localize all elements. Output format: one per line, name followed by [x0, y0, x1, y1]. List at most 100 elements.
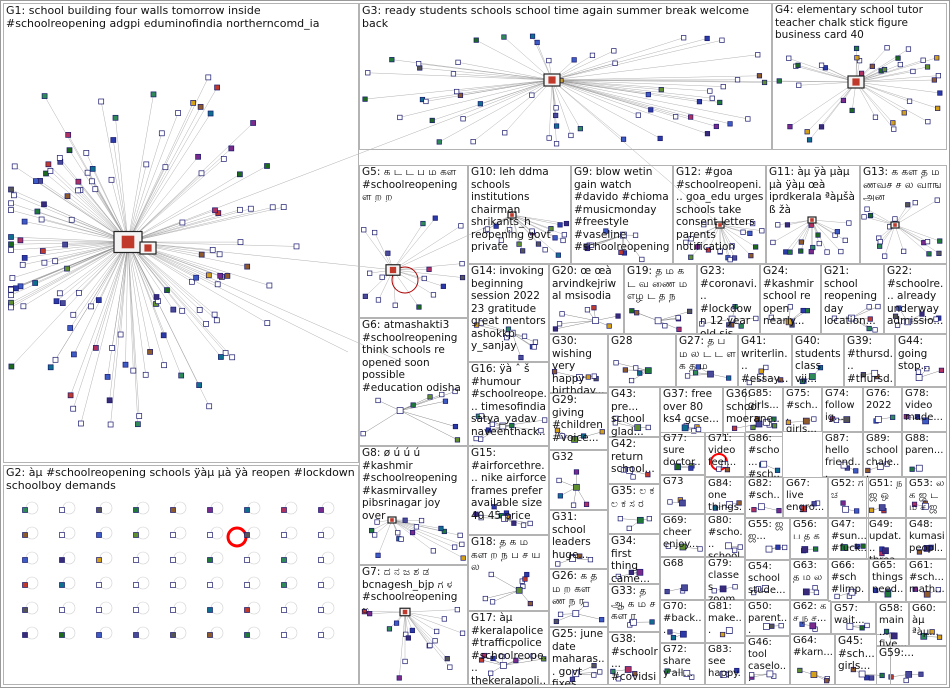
graph-edge — [855, 59, 924, 83]
graph-edge — [551, 37, 684, 81]
graph-node — [936, 250, 942, 256]
group-cell-border — [902, 387, 947, 432]
nodes-layer — [8, 33, 945, 684]
graph-edge — [481, 517, 505, 519]
group-cell-border — [745, 636, 790, 685]
graph-node — [635, 112, 641, 118]
graph-node — [787, 304, 793, 310]
graph-node — [797, 667, 803, 674]
graph-node — [213, 317, 220, 324]
graph-node — [193, 274, 199, 281]
graph-node — [196, 382, 202, 388]
graph-node — [59, 300, 66, 306]
graph-node — [840, 461, 848, 469]
graph-node — [438, 525, 444, 532]
graph-edge — [127, 241, 174, 310]
graph-node — [704, 131, 711, 137]
graph-node — [104, 374, 111, 380]
graph-node — [224, 273, 231, 279]
graph-node — [450, 71, 457, 77]
graph-node — [806, 137, 813, 143]
graph-node — [84, 169, 91, 176]
group-cell-border — [790, 634, 835, 685]
graph-node — [760, 460, 768, 468]
graph-edge — [127, 241, 151, 352]
graph-node — [45, 161, 52, 168]
graph-edge — [551, 79, 639, 116]
graph-node — [755, 420, 763, 428]
group-cell-border — [660, 432, 705, 475]
graph-node — [923, 545, 931, 552]
graph-node — [787, 124, 793, 130]
graph-node — [398, 536, 404, 542]
graph-edge — [476, 40, 553, 81]
graph-edge — [374, 232, 394, 271]
graph-edge — [127, 241, 207, 325]
graph-edge — [719, 224, 752, 256]
graph-node — [658, 87, 664, 93]
graph-edge — [69, 150, 129, 243]
graph-edge — [127, 206, 284, 243]
graph-edge — [894, 224, 928, 242]
graph-node — [731, 255, 738, 261]
graph-edge — [636, 312, 659, 322]
graph-node — [548, 226, 554, 232]
graph-node — [56, 155, 63, 161]
graph-node — [890, 120, 896, 126]
graph-node — [747, 230, 753, 236]
graph-node — [591, 305, 597, 311]
graph-node — [170, 532, 176, 538]
graph-node — [553, 112, 559, 119]
graph-node — [162, 164, 169, 171]
group-cell-border — [359, 446, 468, 565]
graph-node — [8, 363, 15, 370]
graph-edge — [70, 241, 129, 329]
graph-edge — [511, 214, 556, 238]
graph-node — [318, 582, 324, 588]
graph-node — [207, 632, 213, 638]
graph-node — [799, 378, 806, 385]
graph-node — [491, 504, 497, 510]
graph-node — [397, 114, 403, 121]
graph-node — [849, 107, 855, 114]
graph-node — [935, 587, 941, 593]
graph-node — [374, 519, 380, 525]
graph-node — [559, 433, 565, 439]
graph-node — [434, 628, 440, 635]
graph-node — [688, 465, 694, 471]
graph-node — [207, 110, 214, 117]
graph-node — [318, 507, 324, 513]
graph-node — [783, 249, 789, 255]
graph-node — [860, 372, 866, 378]
graph-node — [59, 632, 65, 638]
graph-node — [872, 114, 879, 120]
group-cell-border — [705, 600, 745, 643]
group-cell-border — [866, 477, 906, 518]
graph-node — [681, 35, 687, 41]
graph-node — [375, 297, 382, 303]
graph-node — [409, 529, 416, 536]
graph-node — [89, 178, 95, 185]
graph-node — [516, 241, 522, 247]
group-cell-border — [468, 611, 549, 685]
graph-node — [142, 371, 149, 378]
graph-node — [846, 622, 854, 630]
graph-edge — [855, 81, 940, 94]
graph-node — [417, 65, 423, 71]
graph-node — [175, 110, 181, 116]
graph-node — [62, 241, 68, 248]
graph-node — [778, 377, 784, 383]
graph-node — [499, 422, 507, 430]
graph-edge — [551, 50, 614, 81]
graph-node — [511, 520, 517, 526]
graph-node — [375, 552, 381, 558]
graph-node — [904, 318, 912, 326]
graph-node — [493, 223, 499, 229]
graph-edge — [127, 148, 232, 243]
graph-edge — [551, 79, 691, 118]
graph-node — [732, 584, 738, 590]
graph-node — [808, 249, 814, 255]
graph-node — [859, 625, 865, 631]
graph-node — [920, 632, 928, 640]
